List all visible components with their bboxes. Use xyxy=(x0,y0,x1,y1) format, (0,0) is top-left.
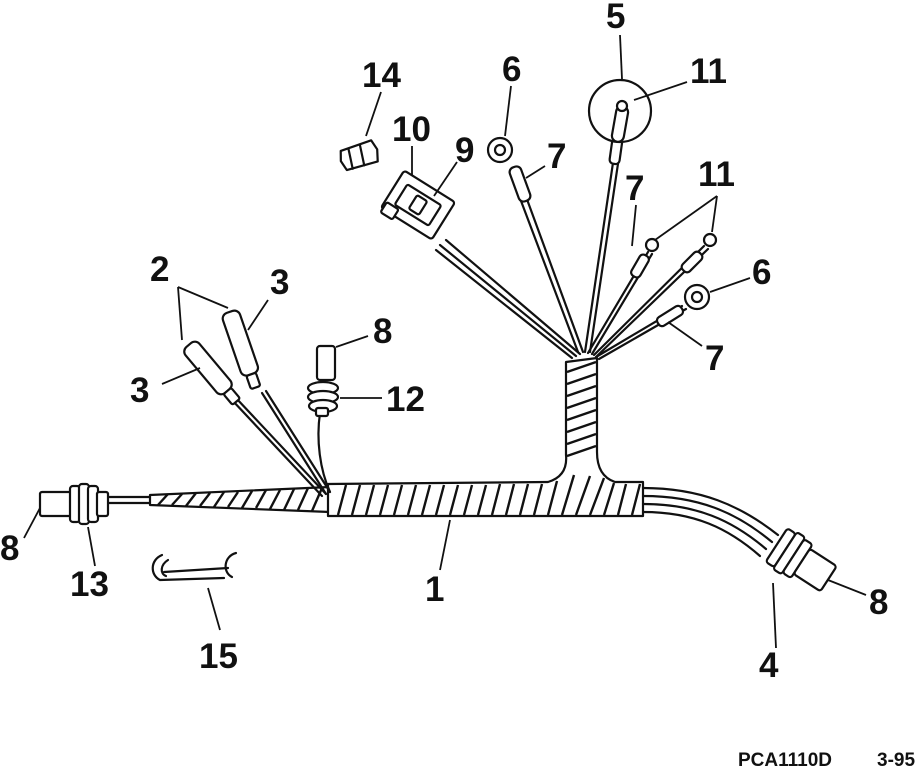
callout-13: 13 xyxy=(70,565,109,604)
wire-sleeves-7 xyxy=(508,134,704,328)
terminal-8-boot-12 xyxy=(306,344,340,418)
callout-11-lower: 11 xyxy=(698,155,735,194)
callout-9: 9 xyxy=(455,131,474,170)
connector-13 xyxy=(38,482,110,526)
callout-14: 14 xyxy=(362,56,401,95)
terminals-11 xyxy=(644,232,718,253)
callout-3-lower: 3 xyxy=(130,371,149,410)
callout-12: 12 xyxy=(386,380,425,419)
right-wire-bundle xyxy=(641,486,780,558)
callout-1: 1 xyxy=(425,570,444,609)
upper-fan-wires xyxy=(434,154,710,361)
left-harness-branch xyxy=(106,485,332,514)
terminal-3-lower xyxy=(183,340,241,406)
callout-6-lower: 6 xyxy=(752,253,771,292)
grommet-5 xyxy=(587,78,653,144)
callout-11-upper: 11 xyxy=(690,52,727,91)
callout-7-upper: 7 xyxy=(547,137,566,176)
leader-lines xyxy=(23,34,867,649)
clip-14 xyxy=(339,139,379,172)
callout-3-upper: 3 xyxy=(270,263,289,302)
callout-labels: 14 10 9 6 5 11 7 7 11 6 7 2 3 3 8 12 8 1… xyxy=(0,0,888,685)
callout-8-right: 8 xyxy=(869,583,888,622)
left-junction-wires xyxy=(230,389,332,498)
callout-7-lower: 7 xyxy=(705,339,724,378)
clip-15 xyxy=(151,551,238,582)
callout-15: 15 xyxy=(199,637,238,676)
ring-terminal-6-upper xyxy=(486,136,514,164)
callout-5: 5 xyxy=(606,0,625,36)
callout-10: 10 xyxy=(392,110,431,149)
main-harness-trunk xyxy=(326,356,645,518)
callout-8-left: 8 xyxy=(0,529,19,568)
connector-10 xyxy=(380,170,456,240)
page-reference: 3-95 xyxy=(877,750,915,771)
callout-2: 2 xyxy=(150,250,169,289)
ring-terminal-6-lower xyxy=(683,283,711,311)
callout-4: 4 xyxy=(759,646,779,685)
callout-8-top: 8 xyxy=(373,312,392,351)
connector-4 xyxy=(765,528,837,592)
terminal-3-upper xyxy=(221,309,261,390)
callout-7-middle: 7 xyxy=(625,169,644,208)
callout-6-upper: 6 xyxy=(502,50,521,89)
figure-code: PCA1110D xyxy=(738,750,832,771)
